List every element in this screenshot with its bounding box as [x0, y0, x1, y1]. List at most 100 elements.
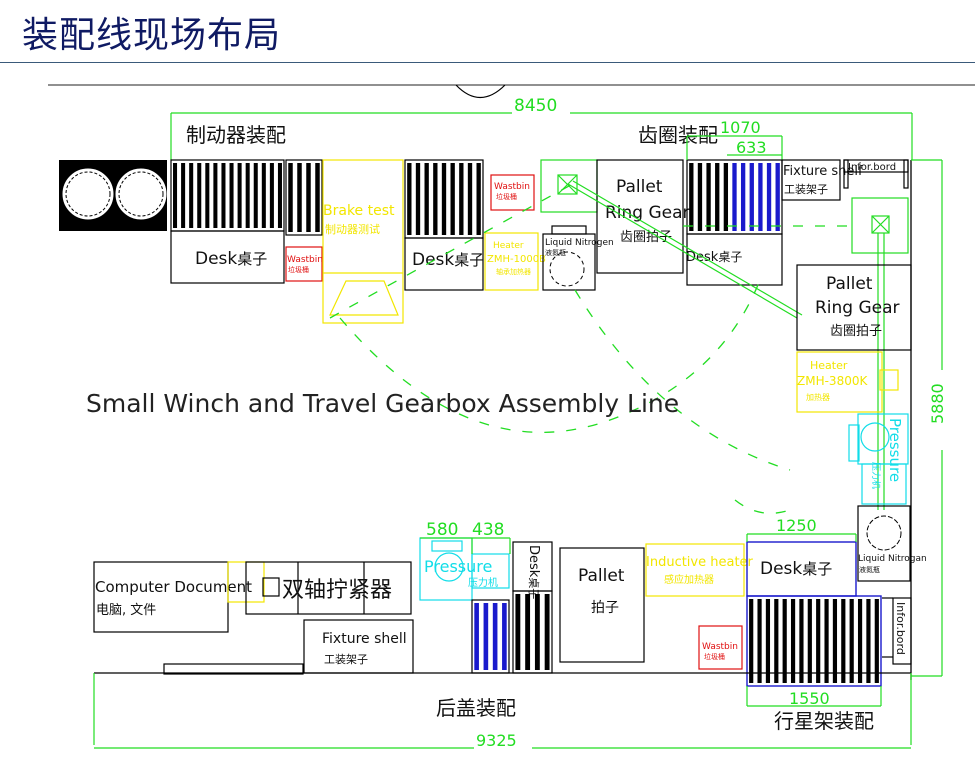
- svg-text:1070: 1070: [720, 118, 761, 137]
- svg-text:液氮瓶: 液氮瓶: [859, 565, 880, 574]
- parts-rack-blue: [471, 599, 510, 674]
- svg-text:Desk桌子: Desk桌子: [526, 545, 541, 599]
- brake-test-station: Brake test 制动器测试: [322, 159, 404, 324]
- rack-slot: [173, 163, 178, 228]
- parts-rack-4: [512, 590, 553, 674]
- svg-text:垃圾桶: 垃圾桶: [496, 192, 517, 201]
- svg-text:拍子: 拍子: [591, 600, 619, 616]
- dimension-rack-bottom: 1550: [746, 686, 882, 708]
- title-divider: [0, 62, 975, 63]
- svg-text:齿圈拍子: 齿圈拍子: [620, 230, 672, 245]
- rack-slot: [205, 163, 210, 228]
- rack-slot: [237, 163, 242, 228]
- svg-text:Brake test: Brake test: [323, 203, 395, 219]
- svg-text:Liquid Nitrogan: Liquid Nitrogan: [858, 554, 927, 564]
- line-name: Small Winch and Travel Gearbox Assembly …: [86, 389, 679, 418]
- pallet: Pallet 拍子: [559, 547, 645, 663]
- svg-text:电脑, 文件: 电脑, 文件: [96, 603, 156, 618]
- crane-swing-arc-2: [574, 289, 791, 471]
- rack-slot: [874, 599, 879, 683]
- rack-slot: [483, 603, 489, 670]
- rack-slot: [197, 163, 202, 228]
- area-brake-assembly: 制动器装配: [186, 123, 286, 147]
- svg-text:1550: 1550: [789, 689, 830, 708]
- svg-text:Computer Document: Computer Document: [95, 578, 252, 596]
- rack-slot: [515, 594, 521, 670]
- svg-text:垃圾桶: 垃圾桶: [704, 652, 725, 661]
- conveyor-rail: [567, 183, 798, 319]
- rack-slot: [433, 163, 438, 235]
- rear-cover-assembly-area: 后盖装配 行星架装配: [93, 672, 912, 745]
- rack-slot: [245, 163, 250, 228]
- svg-text:9325: 9325: [476, 731, 517, 750]
- svg-text:Pressure: Pressure: [424, 557, 492, 576]
- inductive-heater: Inductive heater 感应加热器: [645, 543, 754, 597]
- rack-slot: [715, 163, 720, 231]
- rack-slot: [766, 163, 772, 231]
- rack-slot: [253, 163, 258, 228]
- svg-text:580: 580: [426, 520, 458, 540]
- parts-rack-1: [170, 159, 285, 232]
- fixture-shell-bottom: Fixture shell 工装架子: [303, 619, 414, 674]
- dimension-right: 5880: [911, 159, 947, 677]
- svg-text:液氮瓶: 液氮瓶: [545, 248, 566, 257]
- rack-slot: [841, 599, 846, 683]
- rack-slot: [849, 599, 854, 683]
- rack-slot: [189, 163, 194, 228]
- svg-text:齿圈拍子: 齿圈拍子: [830, 324, 882, 339]
- svg-text:ZMH-3800K: ZMH-3800K: [797, 374, 868, 388]
- svg-text:双轴拧紧器: 双轴拧紧器: [282, 578, 392, 603]
- rack-slot: [732, 163, 737, 231]
- rack-slot: [807, 599, 812, 683]
- pressure-right: Pressure 压力机: [848, 413, 909, 505]
- rack-slot: [474, 603, 479, 670]
- svg-text:Pallet: Pallet: [578, 566, 625, 586]
- rack-slot: [492, 603, 498, 670]
- svg-text:Liquid Nitrogen: Liquid Nitrogen: [545, 238, 614, 248]
- dimension-top-label: 8450: [514, 96, 557, 116]
- svg-text:感应加热器: 感应加热器: [664, 573, 714, 586]
- computer-document-desk: Computer Document 电脑, 文件: [93, 561, 252, 633]
- rack-slot: [816, 599, 821, 683]
- rack-slot: [297, 163, 302, 232]
- rack-slot: [424, 163, 429, 235]
- svg-text:压力机: 压力机: [870, 462, 882, 489]
- rack-slot: [476, 163, 481, 235]
- svg-text:438: 438: [472, 520, 504, 540]
- parts-rack-3: [686, 159, 783, 235]
- dimension-top: 8450: [170, 96, 913, 160]
- rack-slot: [315, 163, 320, 232]
- rack-slot: [269, 163, 274, 228]
- svg-text:工装架子: 工装架子: [784, 183, 828, 196]
- rack-slot: [534, 594, 540, 670]
- svg-text:工装架子: 工装架子: [324, 653, 368, 666]
- slide-title: 装配线现场布局: [22, 15, 282, 56]
- rack-slot: [866, 599, 871, 683]
- area-rear-cover-assembly: 后盖装配: [436, 696, 516, 720]
- info-board-right: Infor.bord: [882, 597, 912, 665]
- rack-slot: [181, 163, 186, 228]
- rack-slot: [832, 599, 838, 683]
- desk-1: Desk桌子: [170, 230, 285, 284]
- svg-text:ZMH-1000B: ZMH-1000B: [487, 254, 546, 265]
- parts-rack-5: [746, 595, 882, 687]
- rack-slot: [261, 163, 266, 228]
- svg-text:Wastbin: Wastbin: [287, 255, 323, 265]
- rack-slot: [441, 163, 447, 235]
- dimension-bottom: 9325: [94, 731, 911, 750]
- rack-slot: [782, 599, 787, 683]
- dimension-press: 580 438: [420, 520, 511, 554]
- svg-text:Heater: Heater: [493, 241, 524, 251]
- svg-text:压力机: 压力机: [468, 576, 498, 589]
- svg-text:Fixture shell: Fixture shell: [322, 631, 407, 647]
- pallet-ring-gear-1: Pallet Ring Gear 齿圈拍子: [596, 159, 690, 274]
- rack-slot: [288, 163, 293, 232]
- desk-vertical: Desk桌子: [512, 541, 553, 599]
- info-board-top: Infor.bord: [843, 159, 909, 189]
- svg-text:加热器: 加热器: [806, 392, 830, 402]
- rack-slot: [799, 599, 804, 683]
- rack-slot: [221, 163, 226, 228]
- rack-slot: [277, 163, 282, 228]
- svg-text:Desk桌子: Desk桌子: [760, 559, 832, 579]
- rack-slot: [857, 599, 863, 683]
